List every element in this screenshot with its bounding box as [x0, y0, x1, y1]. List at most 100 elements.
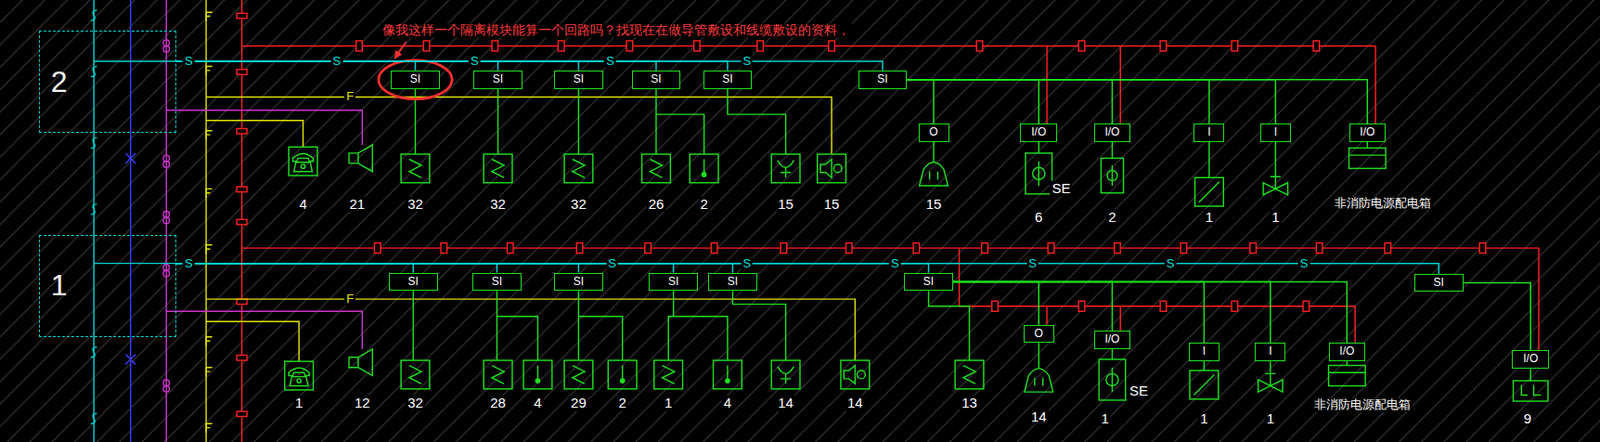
device-symbols [288, 146, 318, 176]
node-label: I/O [1104, 333, 1120, 347]
callout-number: 26 [646, 196, 667, 213]
bus-wires [576, 243, 583, 254]
bus-connector [953, 281, 1113, 331]
riser-lines [129, 0, 131, 442]
callout-number: 1 [1269, 209, 1281, 226]
bus-wires [356, 40, 1320, 52]
device-symbols [771, 154, 800, 183]
device-symbols [1263, 176, 1288, 195]
bus-wires [1231, 40, 1239, 52]
bus-wires [440, 243, 448, 254]
isolation-module: SI [648, 272, 698, 292]
device-symbols [1513, 380, 1549, 401]
callout-number: 6 [1032, 209, 1045, 226]
bus-connector [176, 61, 728, 71]
bus-wires [206, 298, 855, 361]
line-type-letter: S [1298, 257, 1311, 271]
node-label: SI [408, 275, 419, 289]
bus-connector [176, 61, 883, 71]
line-type-letter: S [604, 54, 617, 68]
device-symbols [954, 360, 984, 389]
device-symbols [284, 361, 314, 390]
line-type-letter: S [1026, 257, 1039, 271]
bus-wires [694, 40, 701, 52]
riser-lines [163, 264, 170, 271]
bus-wires [166, 310, 362, 349]
callout-number: 32 [405, 196, 426, 213]
bus-wires [976, 40, 983, 52]
node-label: SI [650, 73, 661, 87]
device-symbols [483, 360, 513, 389]
device-symbols [1025, 153, 1053, 194]
line-type-letter: F [344, 292, 356, 306]
callout-number: 2 [617, 395, 629, 412]
device-symbols [523, 360, 553, 389]
callout-number: 2 [1106, 209, 1118, 226]
bus-wires [1160, 300, 1167, 311]
node-label: SI [923, 275, 934, 289]
bus-wires [1160, 40, 1167, 52]
callout-number: 1 [1203, 209, 1215, 226]
bus-wires [374, 243, 1486, 312]
node-label: SI [410, 73, 421, 87]
bus-connector [176, 61, 657, 71]
riser-lines [236, 186, 247, 192]
node-label: SI [573, 275, 584, 289]
node-label: SI [1433, 276, 1445, 290]
isolation-module: SI [858, 70, 908, 90]
bus-wires [93, 60, 177, 62]
callout-number: 12 [352, 395, 373, 412]
bus-wires [780, 243, 788, 254]
node-label: SI [668, 275, 679, 289]
bus-wires [913, 243, 920, 254]
bus-wires [1250, 243, 1257, 254]
device-symbols [1024, 368, 1054, 392]
bus-wires [1384, 243, 1392, 254]
callout-number: 9 [1522, 411, 1534, 427]
riser-lines [163, 386, 170, 393]
bus-wires [93, 262, 177, 264]
callout-number: 15 [822, 196, 842, 213]
riser-lines [163, 154, 170, 162]
bus-connector [953, 281, 1347, 343]
riser-lines [206, 12, 213, 433]
isolation-module: SI [554, 70, 604, 90]
bus-wires [933, 141, 1368, 178]
node-label: I/O [1339, 345, 1355, 359]
line-type-letter: S [606, 257, 619, 271]
callout-number: 15 [775, 196, 796, 213]
device-symbols [713, 360, 743, 389]
bus-connector [176, 263, 929, 273]
bus-wires [242, 45, 1377, 124]
callout-number: 4 [531, 395, 543, 412]
bus-wires [981, 243, 989, 254]
callout-number: 4 [722, 395, 734, 412]
device-symbols [1195, 177, 1225, 207]
node-label: I [1207, 126, 1211, 140]
io-module: I/O [1019, 123, 1058, 142]
callout-number: 15 [924, 196, 944, 213]
riser-lines [236, 12, 247, 18]
io-module: I/O [1094, 123, 1132, 142]
line-type-letter: S [740, 54, 753, 68]
bus-connector [906, 79, 934, 124]
io-module: I [1188, 342, 1220, 362]
device-symbols [1098, 359, 1126, 400]
callout-number: 2 [697, 196, 710, 213]
bus-connector [176, 263, 497, 273]
io-module: I [1260, 123, 1291, 142]
isolation-module: SI [903, 272, 954, 292]
node-label: I/O [1104, 126, 1120, 140]
device-tag: SE [1049, 180, 1072, 197]
device-symbols [483, 154, 513, 183]
bus-wires [206, 96, 832, 155]
bus-wires [1114, 243, 1122, 254]
line-type-letter: F [344, 90, 356, 104]
bus-wires [1078, 40, 1085, 52]
bus-connector [176, 263, 673, 273]
node-label: SI [491, 275, 503, 289]
bus-wires [1180, 243, 1188, 254]
